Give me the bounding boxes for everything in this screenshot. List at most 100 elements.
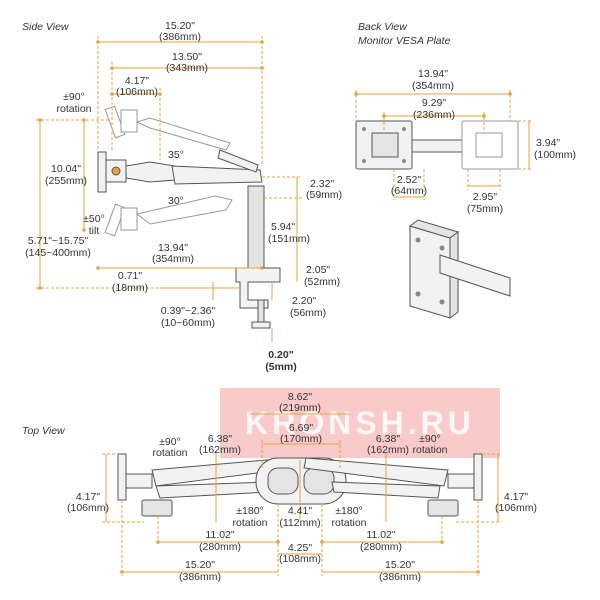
back-plate-w-in: 2.52" — [397, 174, 421, 186]
top-right-rot180: ±180° — [335, 505, 362, 517]
side-arm-mm: (343mm) — [166, 62, 208, 74]
right-head — [447, 473, 475, 489]
back-view-title: Back View — [358, 21, 408, 33]
arm-stub — [411, 139, 463, 153]
back-vesa-in: 2.95" — [473, 191, 497, 203]
top-dimension-lines — [102, 413, 502, 576]
top-right-head-mm: (106mm) — [495, 502, 537, 514]
back-dimension-lines — [354, 90, 533, 200]
top-right-arm-in: 6.38" — [376, 433, 400, 445]
side-arm-in: 13.50" — [172, 51, 202, 63]
left-head-base — [141, 499, 173, 517]
back-span-mm: (236mm) — [413, 109, 455, 121]
back-plate-h-mm: (100mm) — [534, 149, 576, 161]
top-left-rot180-word: rotation — [232, 517, 267, 529]
side-fore-in: 4.17" — [125, 75, 149, 87]
top-left-rot180: ±180° — [236, 505, 263, 517]
top-left-arm-in: 6.38" — [208, 433, 232, 445]
side-head-in: 10.04" — [51, 163, 81, 175]
side-base-in: 2.05" — [306, 264, 330, 276]
top-left-rotation-word: rotation — [152, 447, 187, 459]
side-overall-mm: (386mm) — [159, 31, 201, 43]
side-clamp-mm: (56mm) — [290, 307, 326, 319]
side-pole-mm: (151mm) — [268, 233, 310, 245]
back-view-drawing — [355, 120, 519, 319]
top-left-rotation: ±90° — [159, 436, 181, 448]
top-center-in: 8.62" — [288, 391, 312, 403]
tilt-knob — [111, 166, 121, 176]
vesa-plate-title: Monitor VESA Plate — [358, 35, 451, 47]
top-right-head-in: 4.17" — [504, 491, 528, 503]
forearm — [125, 161, 176, 183]
side-desk-mm: (10~60mm) — [161, 317, 215, 329]
top-right-rotation-word: rotation — [412, 444, 447, 456]
back-vesa-mm: (75mm) — [467, 203, 503, 215]
top-mid-mm: (112mm) — [279, 517, 320, 529]
clamp-knob — [251, 321, 271, 329]
monitor-plate — [97, 151, 107, 193]
monitor-plate-up — [104, 105, 126, 139]
side-height-in: 5.71"~15.75" — [28, 235, 89, 247]
watermark-stamp: KRONSH.RU — [220, 388, 500, 458]
vesa-arm-3d — [439, 254, 511, 297]
center-base-right — [303, 467, 335, 495]
side-pole-in: 5.94" — [271, 221, 295, 233]
top-view-title: Top View — [22, 425, 66, 437]
side-view-drawing — [97, 105, 281, 329]
side-base-mm: (52mm) — [304, 276, 340, 288]
side-tilt-angle: ±50° — [83, 213, 105, 225]
top-left-total-in: 15.20" — [185, 559, 215, 571]
top-inner-in: 6.69" — [289, 422, 313, 434]
side-rotation-angle: ±90° — [63, 91, 85, 103]
side-reach-in: 13.94" — [158, 242, 188, 254]
top-right-total-mm: (386mm) — [379, 571, 421, 583]
back-plate-w-mm: (64mm) — [391, 185, 427, 197]
side-desk-in: 0.39"~2.36" — [161, 305, 216, 317]
right-head-base — [427, 499, 459, 517]
side-reach-mm: (354mm) — [152, 253, 194, 265]
back-span-in: 9.29" — [422, 97, 446, 109]
top-base-mm: (108mm) — [279, 553, 321, 565]
desk-clamp — [235, 267, 281, 309]
top-inner-mm: (170mm) — [280, 433, 322, 445]
top-right-rot180-word: rotation — [331, 517, 366, 529]
side-dimension-lines — [36, 36, 302, 342]
side-head-mm: (255mm) — [45, 175, 87, 187]
main-arm — [171, 165, 263, 185]
left-head — [125, 473, 153, 489]
top-left-head-mm: (106mm) — [67, 502, 109, 514]
top-right-arm-mm: (162mm) — [367, 444, 409, 456]
top-right-rotation: ±90° — [419, 433, 441, 445]
side-rotation-word: rotation — [56, 103, 91, 115]
side-offset-mm: (18mm) — [112, 282, 148, 294]
side-min-in: 0.20" — [268, 349, 293, 361]
top-base-in: 4.25" — [288, 542, 312, 554]
pole — [247, 185, 265, 269]
top-right-half-in: 11.02" — [366, 529, 395, 541]
top-right-total-in: 15.20" — [385, 559, 415, 571]
right-monitor-plate — [473, 453, 483, 501]
upper-arm-ghost — [135, 117, 231, 151]
back-total-mm: (354mm) — [412, 80, 454, 92]
back-total-in: 13.94" — [418, 68, 448, 80]
side-min-mm: (5mm) — [265, 361, 297, 373]
top-right-half-mm: (280mm) — [360, 541, 402, 553]
side-top-in: 2.32" — [310, 178, 334, 190]
side-view-title: Side View — [22, 21, 70, 33]
vesa-mount-ghost — [475, 132, 503, 158]
left-forearm — [155, 481, 271, 499]
top-left-head-in: 4.17" — [76, 491, 100, 503]
top-left-half-in: 11.02" — [205, 529, 234, 541]
side-tilt-word: tilt — [89, 225, 100, 237]
side-clamp-in: 2.20" — [292, 295, 316, 307]
side-height-mm: (145~400mm) — [25, 247, 91, 259]
side-angle-up: 35° — [168, 149, 184, 161]
side-offset-in: 0.71" — [118, 270, 142, 282]
tilt-head-down — [120, 207, 138, 231]
lower-arm-ghost — [135, 195, 233, 225]
side-angle-down: 30° — [168, 195, 184, 207]
center-base-left — [267, 467, 299, 495]
back-plate-h-in: 3.94" — [536, 137, 560, 149]
side-top-mm: (59mm) — [306, 189, 342, 201]
